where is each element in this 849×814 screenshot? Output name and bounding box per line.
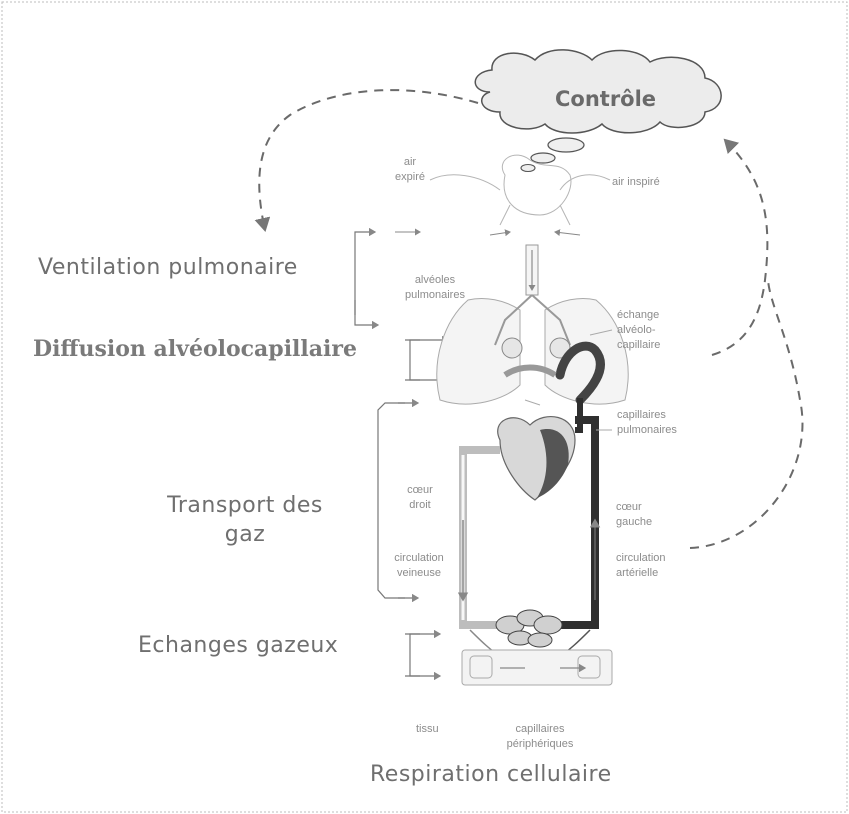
heart bbox=[498, 417, 575, 500]
echanges-bracket bbox=[410, 634, 420, 676]
respiration-heading: Respiration cellulaire bbox=[370, 762, 612, 787]
diffusion-heading: Diffusion alvéolocapillaire bbox=[33, 336, 357, 362]
control-dashed-right-upper bbox=[712, 140, 767, 355]
tissue-cells bbox=[462, 650, 612, 685]
echanges-heading: Echanges gazeux bbox=[138, 633, 338, 658]
control-dashed-left bbox=[259, 90, 478, 230]
controle-label: Contrôle bbox=[555, 87, 656, 111]
control-dashed-right-lower bbox=[690, 280, 802, 548]
ventilation-bracket bbox=[355, 232, 375, 315]
air-inspire-label: air inspiré bbox=[612, 175, 660, 190]
peripheral-capillaries bbox=[496, 610, 562, 647]
ventilation-heading: Ventilation pulmonaire bbox=[38, 255, 298, 280]
transport-heading-line2: gaz bbox=[145, 522, 345, 547]
diffusion-bracket bbox=[410, 340, 420, 380]
transport-heading-line1: Transport des bbox=[145, 493, 345, 518]
tissu-label: tissu bbox=[416, 722, 439, 737]
ventilation-bracket-lower bbox=[355, 300, 378, 325]
head-outline bbox=[430, 155, 610, 225]
